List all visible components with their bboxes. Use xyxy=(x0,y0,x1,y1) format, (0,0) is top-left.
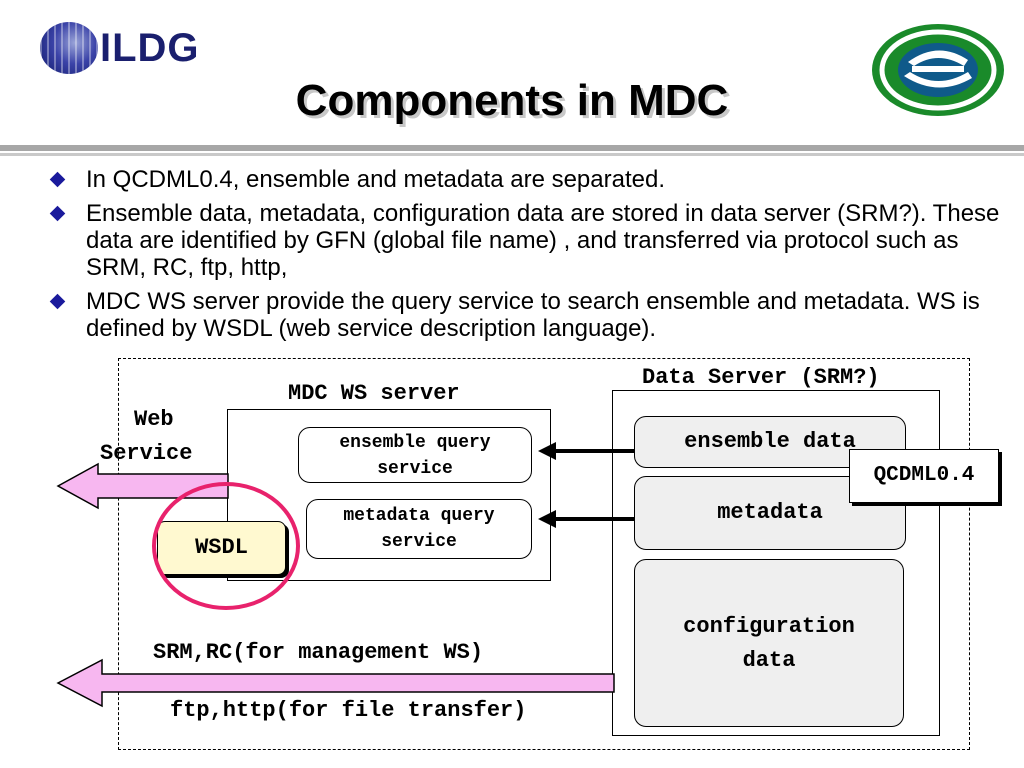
bullet-item: Ensemble data, metadata, configuration d… xyxy=(49,200,1010,281)
wsdl-highlight-circle xyxy=(152,482,300,610)
data-transfer-arrow xyxy=(56,658,615,708)
bullet-list: In QCDML0.4, ensemble and metadata are s… xyxy=(49,166,1010,349)
ftp-http-label: ftp,http(for file transfer) xyxy=(170,698,527,723)
mdc-server-label: MDC WS server xyxy=(288,381,460,406)
ensemble-query-service: ensemble query service xyxy=(298,427,532,483)
web-service-label: Web xyxy=(134,407,174,432)
metadata-query-arrow xyxy=(538,510,634,528)
title-divider-thin xyxy=(0,153,1024,156)
wsdl-box: WSDL xyxy=(157,521,286,575)
configuration-data-box: configuration data xyxy=(634,559,904,727)
title-divider xyxy=(0,145,1024,151)
globe-icon xyxy=(40,22,98,74)
ildg-logo: ILDG xyxy=(40,20,200,76)
system-boundary xyxy=(118,358,970,750)
metadata-query-service: metadata query service xyxy=(306,499,532,559)
data-server-label: Data Server (SRM?) xyxy=(642,365,880,390)
ensemble-query-arrow xyxy=(538,442,634,460)
qcdml-version-badge: QCDML0.4 xyxy=(849,449,999,503)
bullet-item: In QCDML0.4, ensemble and metadata are s… xyxy=(49,166,1010,193)
page-title: Components in MDC xyxy=(295,76,729,125)
ildg-logo-text: ILDG xyxy=(100,26,200,70)
bullet-item: MDC WS server provide the query service … xyxy=(49,288,1010,342)
swirl-logo-icon xyxy=(872,24,1004,116)
web-service-label: Service xyxy=(100,441,193,466)
srm-rc-label: SRM,RC(for management WS) xyxy=(153,640,484,665)
